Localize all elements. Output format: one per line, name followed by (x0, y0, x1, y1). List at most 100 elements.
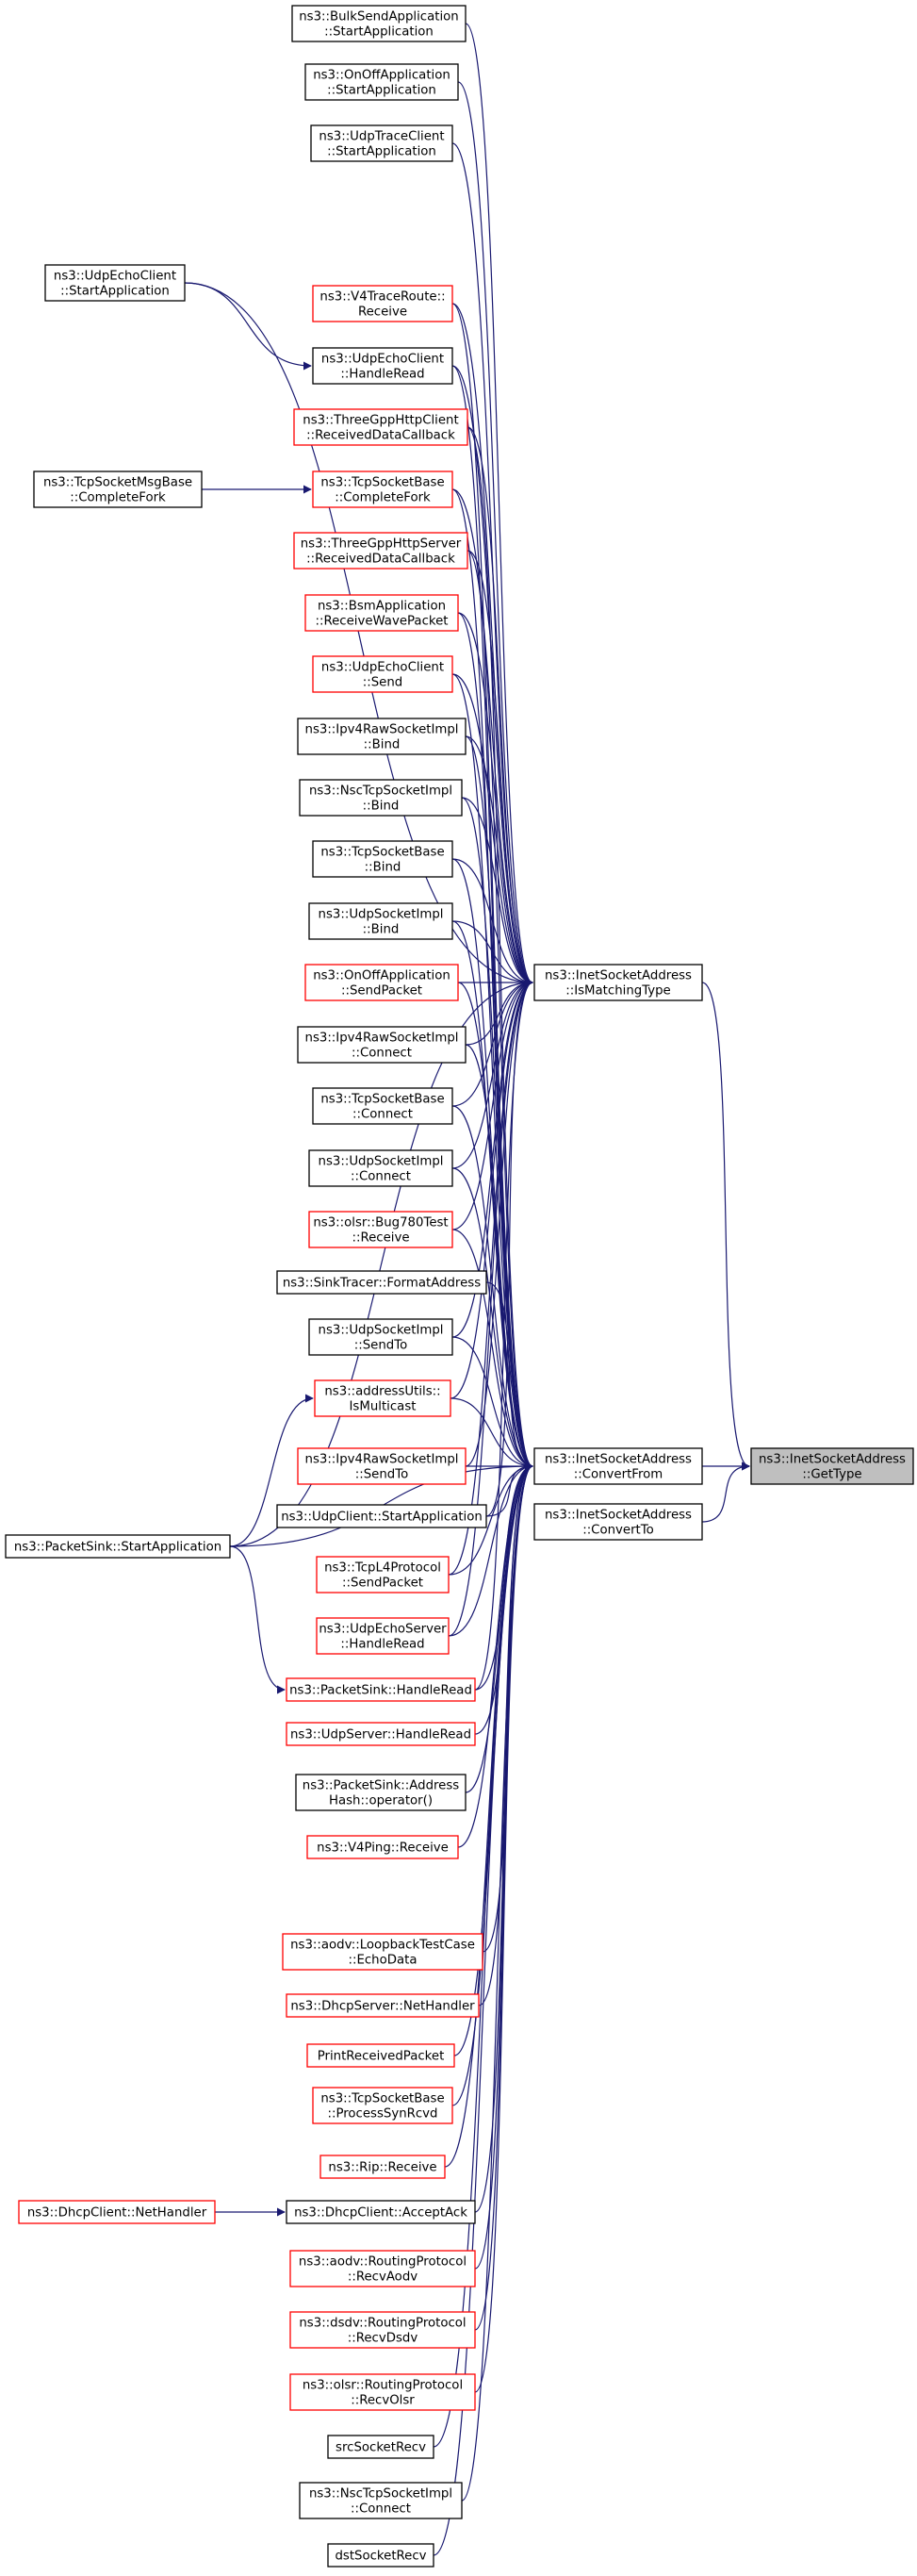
node-box (289, 2311, 476, 2349)
node-label-line: ns3::V4TraceRoute:: (319, 290, 445, 305)
edge-ipv4raw_bind-to-convfrom (465, 735, 533, 1471)
node-nsc-conn[interactable]: ns3::NscTcpSocketImpl::Connect (299, 2482, 463, 2519)
node-box (308, 902, 453, 940)
node-bulk[interactable]: ns3::BulkSendApplication::StartApplicati… (291, 5, 467, 42)
node-label-line: ns3::InetSocketAddress (545, 969, 692, 983)
node-label-line: ns3::Ipv4RawSocketImpl (305, 723, 459, 737)
node-box (308, 1149, 453, 1187)
node-dhcpclient-net[interactable]: ns3::DhcpClient::NetHandler (18, 2200, 216, 2224)
node-label-line: ns3::TcpSocketBase (320, 846, 444, 860)
node-box (18, 2200, 216, 2224)
node-3gpp-client[interactable]: ns3::ThreeGppHttpClient::ReceivedDataCal… (293, 408, 468, 446)
node-box (286, 1722, 476, 1746)
node-box (291, 5, 467, 42)
node-box (316, 1556, 450, 1593)
node-label-line: ::Receive (352, 1231, 409, 1246)
node-bsm[interactable]: ns3::BsmApplication::ReceiveWavePacket (304, 594, 459, 632)
node-convfrom[interactable]: ns3::InetSocketAddress::ConvertFrom (533, 1447, 703, 1485)
node-dhcpclient-ack[interactable]: ns3::DhcpClient::AcceptAck (286, 2200, 476, 2224)
node-label-line: ns3::UdpServer::HandleRead (290, 1728, 471, 1742)
node-udpserver-read[interactable]: ns3::UdpServer::HandleRead (286, 1722, 476, 1746)
node-label-line: srcSocketRecv (336, 2441, 426, 2455)
node-box (276, 1270, 487, 1295)
node-label-line: ::HandleRead (340, 1638, 424, 1652)
node-convto[interactable]: ns3::InetSocketAddress::ConvertTo (533, 1503, 703, 1541)
node-echoclient-send[interactable]: ns3::UdpEchoClient::Send (312, 655, 453, 693)
node-label-line: ns3::dsdv::RoutingProtocol (299, 2317, 466, 2331)
node-box (295, 1774, 467, 1811)
node-ipv4raw-conn[interactable]: ns3::Ipv4RawSocketImpl::Connect (297, 1026, 467, 1064)
node-label-line: ns3::TcpSocketMsgBase (43, 476, 192, 490)
node-label-line: ns3::UdpSocketImpl (319, 1324, 444, 1338)
node-3gpp-server[interactable]: ns3::ThreeGppHttpServer::ReceivedDataCal… (293, 532, 468, 570)
edge-3gpp_client-to-convfrom (467, 426, 533, 1471)
node-dstsock[interactable]: dstSocketRecv (327, 2543, 434, 2568)
node-dhcpserver[interactable]: ns3::DhcpServer::NetHandler (286, 1993, 480, 2018)
node-udptrace[interactable]: ns3::UdpTraceClient::StartApplication (310, 124, 453, 162)
node-label-line: ns3::ThreeGppHttpServer (301, 537, 462, 552)
node-label-line: ns3::UdpClient::StartApplication (281, 1511, 483, 1525)
node-udpclient-start[interactable]: ns3::UdpClient::StartApplication (276, 1504, 487, 1528)
node-label-line: ns3::NscTcpSocketImpl (309, 784, 452, 799)
edge-onoff_start-to-ismatch (457, 81, 533, 987)
node-label-line: ns3::aodv::LoopbackTestCase (290, 1939, 475, 1953)
edge-echoclient_start-to-echoclient_read (184, 282, 312, 371)
node-label-line: ns3::OnOffApplication (313, 69, 450, 83)
node-rip[interactable]: ns3::Rip::Receive (319, 2155, 446, 2179)
node-label-line: ::SendTo (355, 1468, 408, 1482)
node-tcpl4[interactable]: ns3::TcpL4Protocol::SendPacket (316, 1556, 450, 1593)
node-label-line: ns3::InetSocketAddress (545, 1509, 692, 1523)
node-tcpbase-fork[interactable]: ns3::TcpSocketBase::CompleteFork (312, 471, 453, 508)
node-olsr-bug[interactable]: ns3::olsr::Bug780Test::Receive (308, 1211, 453, 1248)
node-msgbase-fork[interactable]: ns3::TcpSocketMsgBase::CompleteFork (33, 471, 203, 508)
node-box (286, 2200, 476, 2224)
node-dsdv-recv[interactable]: ns3::dsdv::RoutingProtocol::RecvDsdv (289, 2311, 476, 2349)
node-label-line: ::ReceivedDataCallback (306, 553, 455, 567)
node-box (312, 1087, 453, 1125)
node-label-line: ns3::OnOffApplication (313, 969, 450, 983)
node-tcpbase-syn[interactable]: ns3::TcpSocketBase::ProcessSynRcvd (312, 2087, 453, 2124)
node-box (306, 2043, 455, 2068)
node-sink-read[interactable]: ns3::PacketSink::HandleRead (286, 1677, 476, 1702)
node-ipv4raw-bind[interactable]: ns3::Ipv4RawSocketImpl::Bind (297, 718, 467, 755)
node-label-line: ::Connect (351, 2502, 411, 2517)
node-ismatch[interactable]: ns3::InetSocketAddress::IsMatchingType (533, 964, 703, 1001)
node-udpsock-sendto[interactable]: ns3::UdpSocketImpl::SendTo (308, 1318, 453, 1356)
node-nsc-bind[interactable]: ns3::NscTcpSocketImpl::Bind (299, 779, 463, 817)
node-label-line: ns3::UdpTraceClient (319, 130, 444, 144)
node-echoclient-start[interactable]: ns3::UdpEchoClient::StartApplication (44, 264, 186, 302)
node-addrutils[interactable]: ns3::addressUtils::IsMulticast (314, 1379, 451, 1417)
node-sinktracer[interactable]: ns3::SinkTracer::FormatAddress (276, 1270, 487, 1295)
node-srcsock[interactable]: srcSocketRecv (327, 2435, 434, 2459)
node-echoserver-read[interactable]: ns3::UdpEchoServer::HandleRead (316, 1617, 450, 1655)
node-sink-start[interactable]: ns3::PacketSink::StartApplication (5, 1534, 231, 1559)
node-label-line: ::EchoData (349, 1954, 418, 1968)
node-box (310, 124, 453, 162)
node-box (282, 1933, 483, 1971)
edge-ipv4raw_sendto-to-ismatch (465, 978, 533, 1467)
node-v4trace[interactable]: ns3::V4TraceRoute::Receive (312, 285, 453, 322)
node-onoff-start[interactable]: ns3::OnOffApplication::StartApplication (304, 63, 459, 101)
node-aodv-loop[interactable]: ns3::aodv::LoopbackTestCase::EchoData (282, 1933, 483, 1971)
node-tcpbase-bind[interactable]: ns3::TcpSocketBase::Bind (312, 840, 453, 878)
node-olsr-recv[interactable]: ns3::olsr::RoutingProtocol::RecvOlsr (289, 2373, 476, 2411)
node-label-line: ns3::DhcpServer::NetHandler (290, 2000, 475, 2014)
node-label-line: ::RecvOlsr (351, 2394, 415, 2408)
node-label-line: ns3::Rip::Receive (328, 2161, 436, 2175)
node-v4ping[interactable]: ns3::V4Ping::Receive (306, 1835, 459, 1859)
node-box (304, 63, 459, 101)
node-udpsock-conn[interactable]: ns3::UdpSocketImpl::Connect (308, 1149, 453, 1187)
edges-layer (184, 23, 750, 2556)
node-aodv-recv[interactable]: ns3::aodv::RoutingProtocol::RecvAodv (289, 2250, 476, 2287)
node-udpsock-bind[interactable]: ns3::UdpSocketImpl::Bind (308, 902, 453, 940)
edge-bulk-to-ismatch (465, 23, 533, 987)
node-gettype[interactable]: ns3::InetSocketAddress::GetType (750, 1447, 914, 1485)
node-tcpbase-conn[interactable]: ns3::TcpSocketBase::Connect (312, 1087, 453, 1125)
node-onoff-send[interactable]: ns3::OnOffApplication::SendPacket (304, 964, 459, 1001)
node-ipv4raw-sendto[interactable]: ns3::Ipv4RawSocketImpl::SendTo (297, 1447, 467, 1485)
node-printrecv[interactable]: PrintReceivedPacket (306, 2043, 455, 2068)
edge-addrutils-to-ismatch (450, 978, 533, 1399)
node-echoclient-read[interactable]: ns3::UdpEchoClient::HandleRead (312, 347, 453, 385)
edge-convto-to-gettype (701, 1461, 750, 1523)
